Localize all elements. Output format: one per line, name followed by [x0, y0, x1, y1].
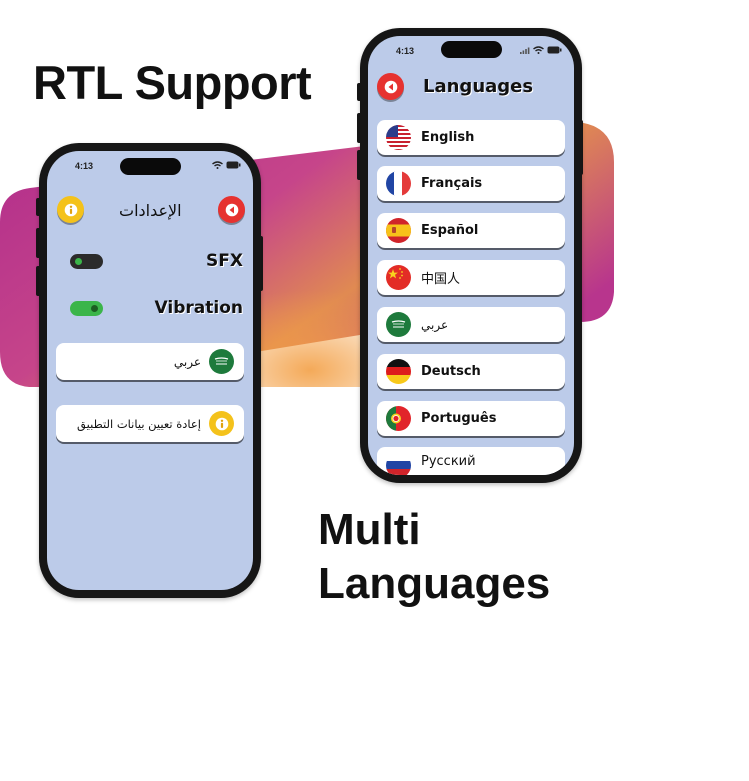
- reset-app-data-card[interactable]: إعادة تعيين بيانات التطبيق: [56, 405, 244, 442]
- settings-title: الإعدادات: [119, 201, 182, 220]
- current-language-label: عربي: [173, 354, 201, 369]
- language-label: Deutsch: [421, 364, 481, 379]
- languages-phone: 4:13 Languages English Français: [360, 28, 582, 483]
- language-label: Português: [421, 411, 497, 426]
- back-button[interactable]: [377, 73, 404, 100]
- status-time: 4:13: [75, 161, 94, 171]
- vibration-toggle[interactable]: [70, 301, 103, 316]
- language-label: Français: [421, 176, 483, 191]
- language-item-arabic[interactable]: عربي: [377, 307, 565, 342]
- languages-screen: 4:13 Languages English Français: [368, 36, 574, 475]
- back-button[interactable]: [218, 196, 245, 223]
- vibration-label: Vibration: [154, 298, 243, 318]
- status-time: 4:13: [396, 46, 415, 56]
- language-select-card[interactable]: عربي: [56, 343, 244, 380]
- portugal-flag-icon: [386, 406, 411, 431]
- russia-flag-icon: [386, 453, 411, 475]
- rtl-support-headline: RTL Support: [33, 56, 312, 109]
- language-label: عربي: [421, 317, 449, 332]
- sfx-label: SFX: [206, 251, 243, 271]
- saudi-arabia-flag-icon: [386, 312, 411, 337]
- status-icons: [520, 46, 562, 54]
- dynamic-island: [120, 158, 181, 175]
- settings-screen: 4:13 الإعدادات SFX Vibration عربي: [47, 151, 253, 590]
- reset-app-data-label: إعادة تعيين بيانات التطبيق: [77, 416, 201, 431]
- germany-flag-icon: [386, 359, 411, 384]
- spain-flag-icon: [386, 218, 411, 243]
- language-label: Español: [421, 223, 479, 238]
- language-item-french[interactable]: Français: [377, 166, 565, 201]
- info-button[interactable]: [57, 196, 84, 223]
- languages-title: Languages: [423, 76, 534, 97]
- us-flag-icon: [386, 125, 411, 150]
- wifi-icon: [212, 161, 223, 169]
- language-label: 中国人: [421, 272, 461, 287]
- phone-side-button: [357, 113, 362, 143]
- language-item-english[interactable]: English: [377, 120, 565, 155]
- multi-languages-headline: Multi Languages: [318, 503, 550, 611]
- saudi-arabia-flag-icon: [209, 349, 234, 374]
- info-icon: [209, 411, 234, 436]
- multi-headline-line1: Multi: [318, 505, 421, 554]
- language-item-spanish[interactable]: Español: [377, 213, 565, 248]
- phone-side-button: [36, 266, 41, 296]
- language-label: English: [421, 130, 475, 145]
- sfx-toggle[interactable]: [70, 254, 103, 269]
- language-item-portuguese[interactable]: Português: [377, 401, 565, 436]
- language-item-russian[interactable]: Русский: [377, 447, 565, 475]
- phone-side-button: [357, 83, 362, 101]
- back-arrow-icon: [384, 80, 397, 93]
- toggle-knob: [91, 305, 98, 312]
- dynamic-island: [441, 41, 502, 58]
- wifi-icon: [533, 46, 544, 54]
- phone-side-button: [36, 228, 41, 258]
- battery-icon: [226, 161, 241, 169]
- status-icons: [212, 161, 241, 169]
- battery-icon: [547, 46, 562, 54]
- language-label: Русский: [421, 454, 476, 469]
- france-flag-icon: [386, 171, 411, 196]
- back-arrow-icon: [225, 203, 238, 216]
- multi-headline-line2: Languages: [318, 559, 551, 608]
- language-item-chinese[interactable]: 中国人: [377, 260, 565, 295]
- phone-side-button: [36, 198, 41, 216]
- cellular-icon: [520, 47, 530, 54]
- info-icon: [64, 203, 77, 216]
- language-item-german[interactable]: Deutsch: [377, 354, 565, 389]
- phone-side-button: [357, 150, 362, 180]
- toggle-knob: [75, 258, 82, 265]
- settings-phone: 4:13 الإعدادات SFX Vibration عربي: [39, 143, 261, 598]
- china-flag-icon: [386, 265, 411, 290]
